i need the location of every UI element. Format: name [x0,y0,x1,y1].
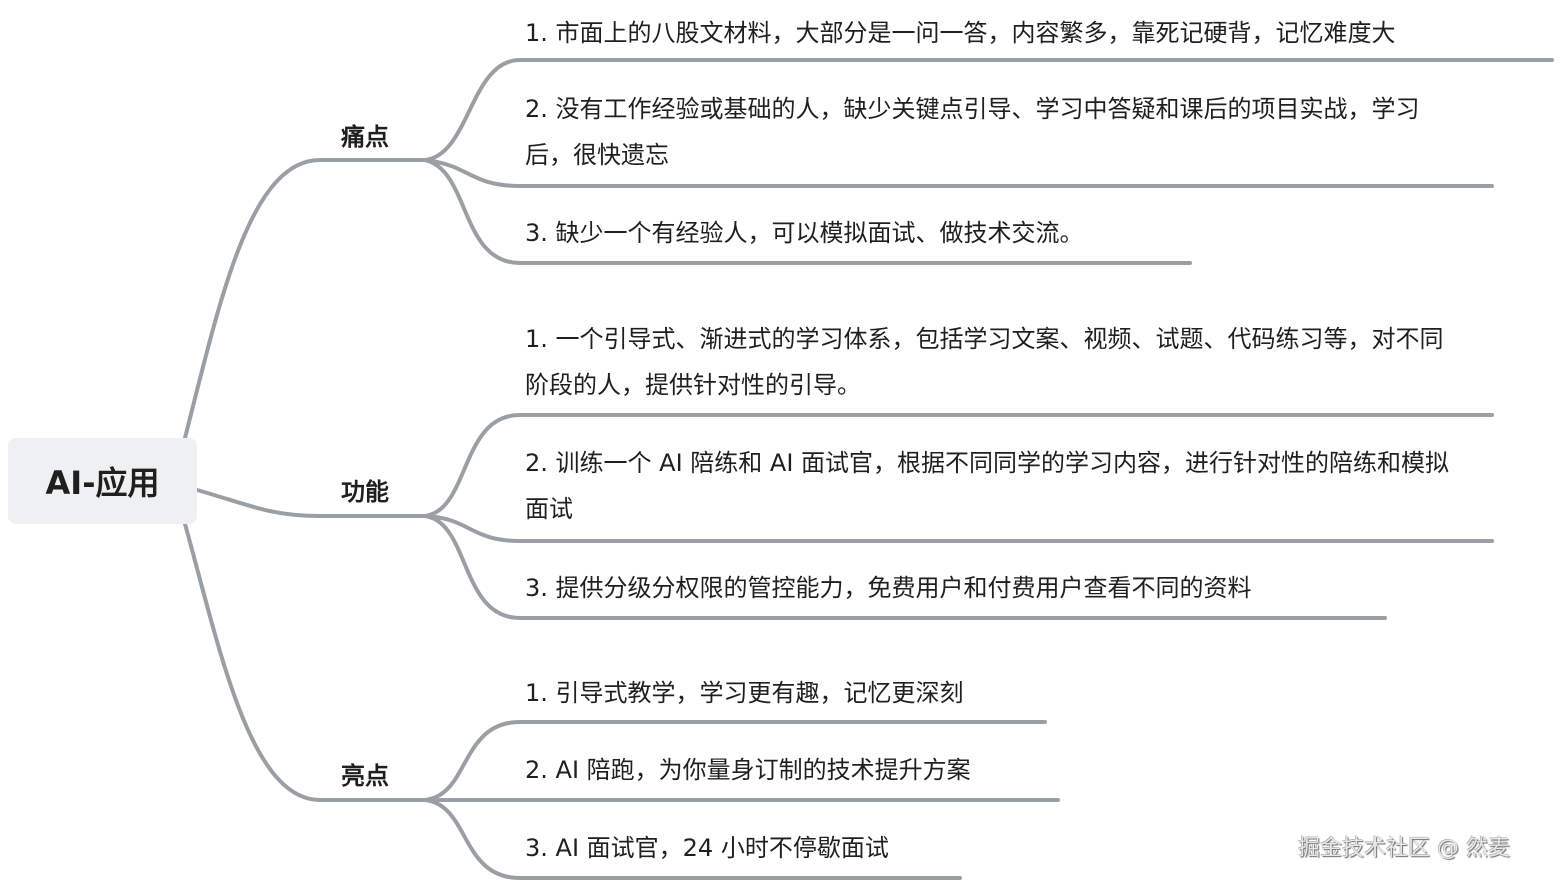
highlight-item-1[interactable]: 1. 引导式教学，学习更有趣，记忆更深刻 [525,679,964,707]
watermark: 掘金技术社区 @ 然麦 [1298,836,1510,861]
feature-item-3[interactable]: 3. 提供分级分权限的管控能力，免费用户和付费用户查看不同的资料 [525,574,1252,602]
pain-point-item-2[interactable]: 2. 没有工作经验或基础的人，缺少关键点引导、学习中答疑和课后的项目实战，学习后… [525,95,1420,169]
highlight-item-2[interactable]: 2. AI 陪跑，为你量身订制的技术提升方案 [525,756,971,784]
feature-item-2[interactable]: 2. 训练一个 AI 陪练和 AI 面试官，根据不同同学的学习内容，进行针对性的… [525,449,1450,523]
branch-highlights[interactable]: 亮点 [341,762,389,790]
branch-pain-points[interactable]: 痛点 [341,123,389,151]
pain-point-item-1[interactable]: 1. 市面上的八股文材料，大部分是一问一答，内容繁多，靠死记硬背，记忆难度大 [525,19,1396,47]
root-label: AI-应用 [45,464,160,502]
pain-point-item-3[interactable]: 3. 缺少一个有经验人，可以模拟面试、做技术交流。 [525,219,1084,247]
branch-features[interactable]: 功能 [341,478,389,506]
feature-item-1[interactable]: 1. 一个引导式、渐进式的学习体系，包括学习文案、视频、试题、代码练习等，对不同… [525,325,1444,399]
root-node[interactable]: AI-应用 [8,438,197,524]
highlight-item-3[interactable]: 3. AI 面试官，24 小时不停歇面试 [525,834,889,862]
